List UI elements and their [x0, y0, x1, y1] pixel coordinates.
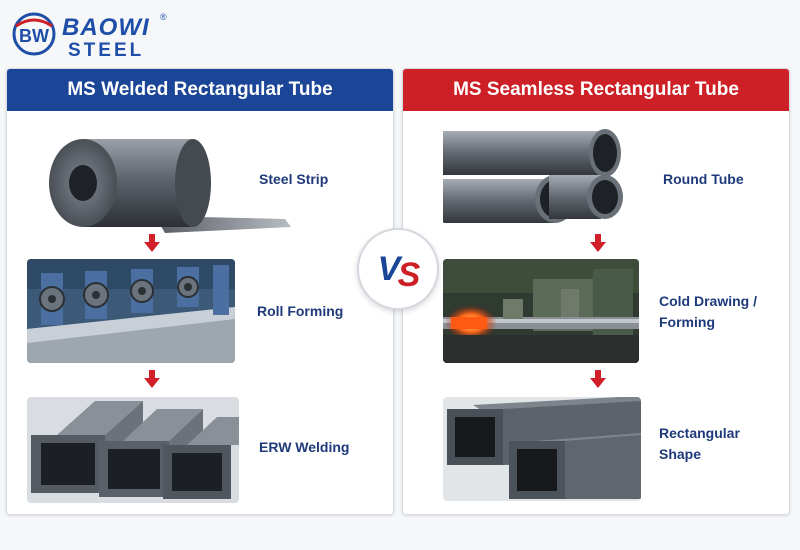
round-tube-label: Round Tube	[663, 171, 744, 187]
baowi-steel-logo: BW BAOWI ® STEEL	[10, 8, 170, 61]
erw-welding-label: ERW Welding	[259, 439, 350, 455]
seamless-tube-panel: MS Seamless Rectangular Tube Round Tube	[402, 68, 790, 515]
vs-letter-v: V	[378, 250, 404, 288]
roll-forming-label: Roll Forming	[257, 303, 344, 319]
roll-forming-image	[27, 259, 235, 363]
vs-letter-s: S	[398, 256, 421, 294]
arrow-down-icon	[144, 370, 160, 388]
erw-welding-image	[27, 397, 239, 503]
cold-drawing-label-line1: Cold Drawing /	[659, 293, 757, 309]
logo-brand: BAOWI	[62, 14, 150, 41]
steel-strip-label: Steel Strip	[259, 171, 329, 187]
seamless-panel-title: MS Seamless Rectangular Tube	[403, 69, 789, 111]
rectangular-shape-label-line1: Rectangular	[659, 425, 740, 441]
arrow-down-icon	[144, 234, 160, 252]
welded-tube-panel: MS Welded Rectangular Tube Steel Strip	[6, 68, 394, 515]
logo-registered: ®	[160, 12, 167, 22]
cold-drawing-label-line2: Forming	[659, 314, 715, 330]
logo-subtitle: STEEL	[68, 40, 145, 61]
arrow-down-icon	[590, 370, 606, 388]
rectangular-shape-image	[443, 397, 641, 501]
rectangular-shape-label: Rectangular Shape	[659, 423, 740, 465]
logo-mark-text: BW	[19, 26, 49, 46]
cold-drawing-image	[443, 259, 639, 363]
bw-logo-icon: BW	[12, 12, 56, 56]
vs-badge: V S	[357, 228, 439, 310]
cold-drawing-label: Cold Drawing / Forming	[659, 291, 757, 333]
steel-strip-image	[35, 121, 295, 241]
round-tube-image	[443, 121, 643, 225]
welded-panel-title: MS Welded Rectangular Tube	[7, 69, 393, 111]
rectangular-shape-label-line2: Shape	[659, 446, 702, 462]
arrow-down-icon	[590, 234, 606, 252]
